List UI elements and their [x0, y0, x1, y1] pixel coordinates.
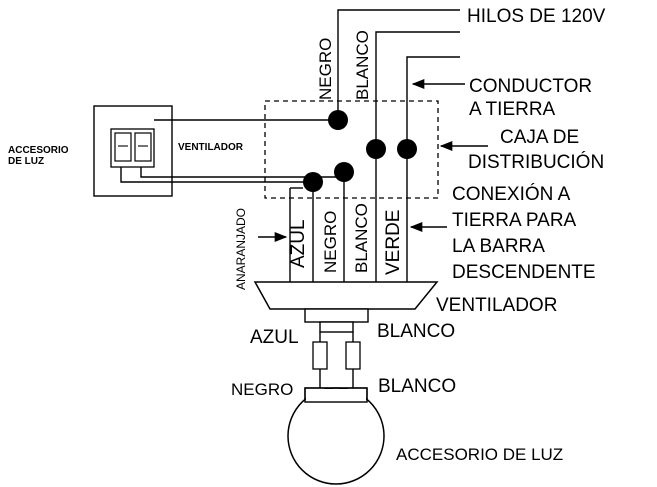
light-connector-left: [312, 341, 328, 370]
fan-switch: [134, 132, 152, 162]
label-accesorio-2: DE LUZ: [8, 156, 44, 167]
light-kit-wires: [312, 332, 361, 388]
fan-canopy: [253, 281, 439, 310]
label-negro-top: NEGRO: [316, 38, 335, 100]
label-conductor-2: A TIERRA: [469, 99, 556, 120]
connector-ground: [397, 139, 417, 159]
label-anaranjado: ANARANJADO: [234, 208, 248, 290]
light-connector-right: [345, 341, 361, 370]
label-conexion-4: DESCENDENTE: [452, 262, 596, 283]
supply-ground-wire: [406, 56, 460, 150]
supply-black-wire: [337, 9, 460, 130]
label-blanco-light: BLANCO: [378, 376, 456, 397]
label-conexion-1: CONEXIÓN A: [452, 183, 571, 205]
label-hilos: HILOS DE 120V: [467, 6, 606, 27]
supply-white-wire: [375, 31, 460, 150]
connector-black: [328, 110, 348, 130]
connector-white: [366, 139, 386, 159]
label-conductor-1: CONDUCTOR: [469, 76, 592, 97]
label-ventilador-switch: VENTILADOR: [178, 142, 244, 153]
label-caja-1: CAJA DE: [500, 127, 579, 148]
label-negro-wire: NEGRO: [321, 211, 340, 273]
connector-fan: [334, 162, 354, 182]
label-accesorio-luz: ACCESORIO DE LUZ: [396, 445, 563, 464]
label-caja-2: DISTRIBUCIÓN: [468, 151, 604, 173]
label-verde-wire: VERDE: [383, 210, 404, 275]
switch-module: [93, 105, 173, 197]
label-conexion-2: TIERRA PARA: [452, 210, 577, 231]
light-switch: [114, 132, 132, 162]
supply-wires: [337, 9, 460, 150]
fan-wires: [289, 159, 408, 282]
label-ventilador: VENTILADOR: [436, 295, 557, 316]
switch-light-wire: [120, 167, 313, 183]
label-blanco-top: BLANCO: [353, 30, 372, 100]
label-conexion-3: LA BARRA: [452, 236, 545, 257]
fan-stem-upper: [304, 308, 369, 323]
label-accesorio-1: ACCESORIO: [8, 145, 69, 156]
fan-stem-lower: [319, 321, 354, 333]
connector-light: [303, 172, 323, 192]
label-azul-low: AZUL: [250, 327, 299, 348]
label-negro-light: NEGRO: [231, 380, 293, 399]
label-blanco-wire: BLANCO: [352, 203, 371, 273]
label-azul-wire: AZUL: [288, 219, 309, 268]
label-blanco-low: BLANCO: [377, 321, 455, 342]
